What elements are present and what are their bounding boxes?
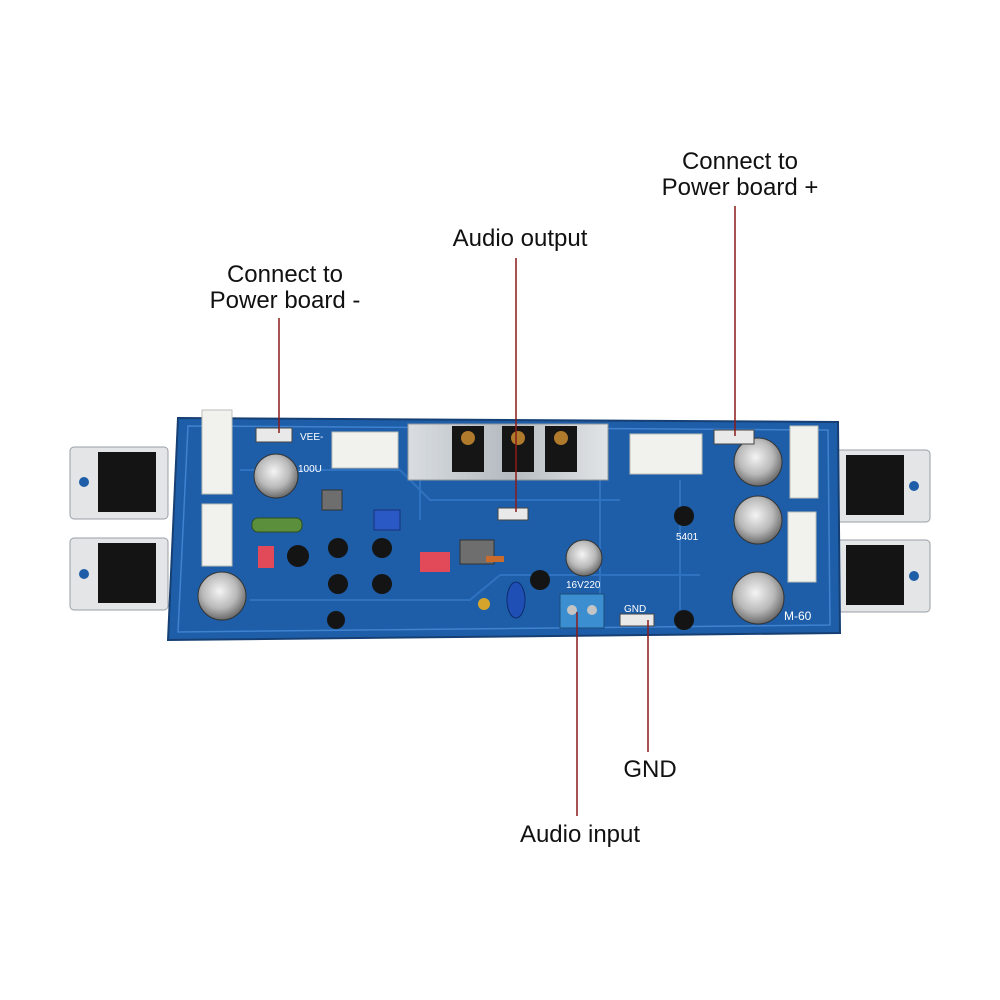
label-line-2: Power board +	[661, 174, 819, 201]
label-line-1: Connect to	[681, 148, 799, 175]
label-line-1: Connect to	[226, 261, 344, 288]
label-gnd: GND	[623, 756, 677, 783]
resistors	[251, 489, 504, 610]
label-connect-power-minus: Connect to Power board -	[185, 262, 385, 314]
small-transistors	[287, 506, 694, 630]
leader-lines	[278, 206, 736, 816]
label-audio-output: Audio output	[452, 225, 588, 252]
label-audio-input: Audio input	[519, 821, 641, 848]
driver-heatsink	[407, 423, 609, 481]
electrolytic-capacitors	[197, 437, 785, 625]
silk-cap-16v: 16V220	[566, 580, 601, 591]
silkscreen-text: VEE- 100U GND 16V220 M-60 5401	[298, 432, 812, 623]
cement-resistors	[201, 409, 819, 583]
silk-gnd: GND	[624, 604, 646, 615]
label-line-2: Power board -	[209, 287, 361, 314]
silk-model: M-60	[784, 609, 812, 623]
connectors	[255, 427, 755, 629]
left-power-transistors	[69, 446, 169, 611]
silk-cap-main: 100U	[298, 464, 322, 475]
silk-vee: VEE-	[300, 432, 323, 443]
right-power-transistors	[831, 449, 931, 613]
label-connect-power-plus: Connect to Power board +	[640, 149, 840, 201]
silk-q5401: 5401	[676, 532, 699, 543]
